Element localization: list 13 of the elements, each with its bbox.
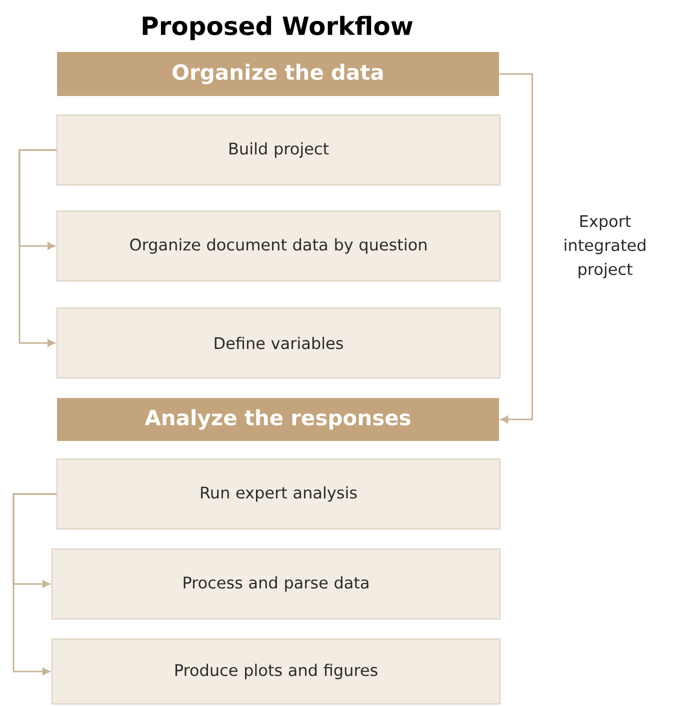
process-box: Organize document data by question: [56, 210, 500, 282]
title: Proposed Workflow: [142, 16, 413, 40]
process-box: Process and parse data: [52, 548, 500, 620]
edge-label: Export integrated project: [564, 215, 646, 278]
process-box: Produce plots and figures: [52, 638, 500, 704]
process-box: Define variables: [56, 308, 500, 378]
process-box: Build project: [56, 114, 500, 186]
section-header: Analyze the responses: [57, 398, 499, 441]
process-box: Run expert analysis: [56, 458, 500, 530]
section-header: Organize the data: [57, 52, 499, 96]
arrow: [12, 493, 56, 676]
arrow: [499, 73, 533, 424]
arrow: [18, 149, 56, 347]
